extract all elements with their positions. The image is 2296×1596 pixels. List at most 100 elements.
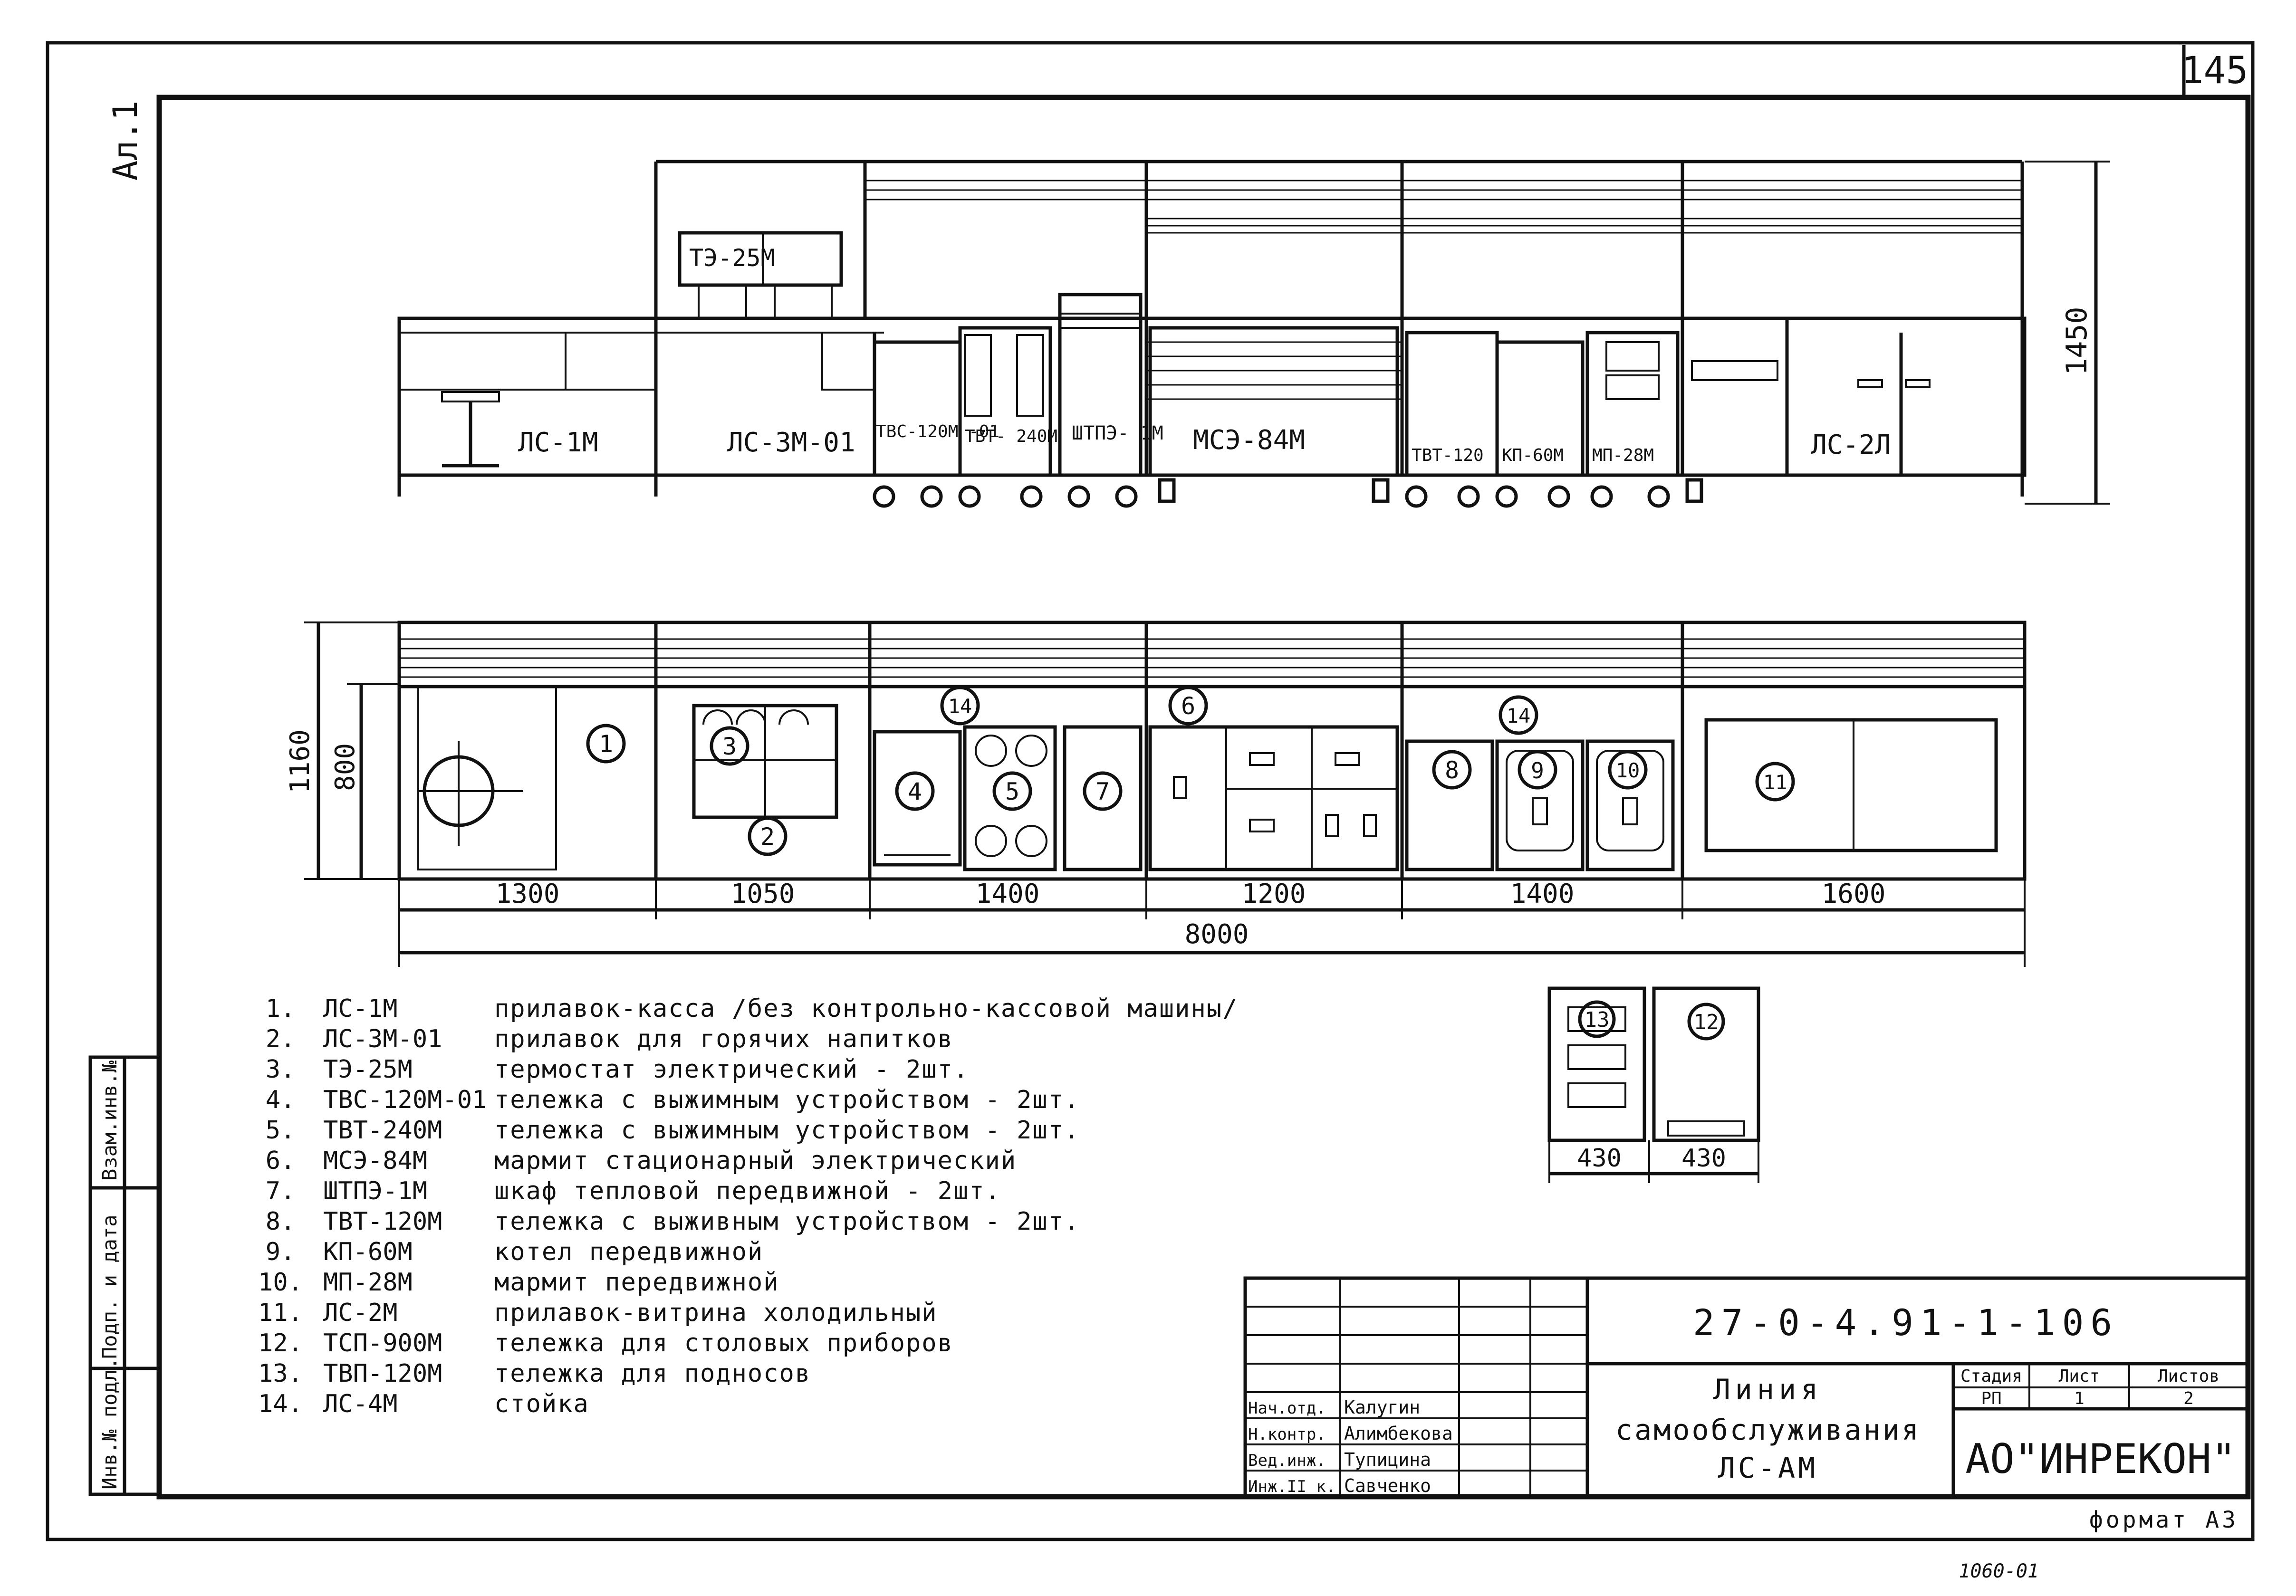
legend-number: 6. [266, 1147, 296, 1175]
plan-width-6: 1600 [1822, 879, 1886, 909]
legend-number: 2. [266, 1025, 296, 1053]
company-name: АО"ИНРЕКОН" [1965, 1435, 2236, 1483]
legend-code: МСЭ-84М [323, 1147, 427, 1175]
title-line-2: самообслуживания [1615, 1414, 1921, 1447]
legend-number: 7. [266, 1177, 296, 1205]
elev-label-ls1m: ЛС-1М [518, 427, 598, 458]
strip-vzam-inv: Взам.инв.№ [98, 1060, 121, 1181]
plan-marker-3: 3 [722, 733, 737, 760]
elev-height-dim: 1450 [2060, 307, 2094, 376]
elevation-view: ТЭ-25М ЛС-1М ЛС-3М-01 ТВС-120М -01 ТВТ- … [397, 160, 2110, 508]
plan-total-width: 8000 [1185, 919, 1249, 950]
legend-code: ЛС-4М [323, 1390, 398, 1418]
legend-code: ТСП-900М [323, 1329, 442, 1357]
elev-label-mp28m: МП-28М [1592, 446, 1654, 465]
elev-label-ls2l: ЛС-2Л [1811, 430, 1891, 460]
legend-description: тележка с выживным устройством - 2шт. [494, 1207, 1080, 1236]
legend-code: ЛС-3М-01 [323, 1025, 442, 1053]
name-2: Алимбекова [1344, 1423, 1453, 1444]
plan-marker-11: 11 [1763, 771, 1787, 794]
plan-marker-4: 4 [908, 778, 922, 805]
legend-description: мармит стационарный электрический [494, 1147, 1017, 1175]
plan-marker-9: 9 [1531, 758, 1544, 784]
plan-marker-2: 2 [760, 823, 775, 851]
elev-label-tvt120: ТВТ-120 [1412, 446, 1484, 465]
plan-marker-10: 10 [1616, 759, 1640, 782]
plan-width-5: 1400 [1510, 879, 1575, 909]
elev-label-mse84m: МСЭ-84М [1193, 425, 1305, 456]
legend-code: ТВС-120М-01 [323, 1086, 487, 1114]
legend-code: ТВТ-120М [323, 1207, 442, 1236]
sheet-header: Лист [2059, 1367, 2100, 1386]
strip-podp-data: Подп. и дата [98, 1215, 121, 1359]
name-4: Савченко [1344, 1475, 1431, 1496]
legend-number: 5. [266, 1116, 296, 1145]
page-number: 145 [2181, 49, 2248, 92]
role-1: Нач.отд. [1248, 1399, 1326, 1418]
stage-value: РП [1981, 1389, 2001, 1408]
legend-description: стойка [494, 1390, 589, 1418]
plan-width-4: 1200 [1242, 879, 1306, 909]
cart-marker-12: 12 [1694, 1010, 1719, 1034]
margin-mark: Ал.1 [106, 100, 145, 181]
elev-label-ls3m01: ЛС-3М-01 [727, 427, 855, 458]
legend-code: ЛС-2М [323, 1299, 398, 1327]
footer-format: формат А3 [2089, 1507, 2238, 1533]
plan-dim-1160: 1160 [285, 729, 316, 793]
role-4: Инж.II к. [1248, 1477, 1335, 1496]
legend-code: ТВП-120М [323, 1359, 442, 1388]
carts-plan: 13 12 430 430 [1547, 986, 1760, 1183]
legend-code: ТВТ-240М [323, 1116, 442, 1145]
cart-width-12: 430 [1681, 1144, 1726, 1173]
title-line-3: ЛС-АМ [1718, 1452, 1818, 1485]
cart-marker-13: 13 [1585, 1008, 1610, 1032]
title-block: 27-0-4.91-1-106 Линия самообслуживания Л… [1243, 1276, 2250, 1499]
plan-marker-14a: 14 [948, 695, 972, 718]
sheets-value: 2 [2183, 1389, 2194, 1408]
legend-code: ШТПЭ-1М [323, 1177, 427, 1205]
legend-number: 13. [258, 1359, 303, 1388]
legend-number: 1. [266, 994, 296, 1023]
plan-dim-800: 800 [330, 743, 361, 791]
legend-number: 14. [258, 1390, 303, 1418]
legend-description: тележка для столовых приборов [494, 1329, 953, 1357]
legend-code: ЛС-1М [323, 994, 398, 1023]
legend-description: мармит передвижной [494, 1268, 779, 1297]
plan-width-1: 1300 [496, 879, 560, 909]
role-3: Вед.инж. [1248, 1451, 1326, 1470]
plan-marker-8: 8 [1445, 756, 1459, 784]
elev-label-te25m: ТЭ-25М [689, 244, 775, 272]
legend-number: 3. [266, 1055, 296, 1084]
elev-label-tvt240m: ТВТ- 240М [965, 427, 1057, 446]
footer-handwritten: 1060-01 [1959, 1560, 2039, 1582]
plan-marker-5: 5 [1005, 778, 1019, 805]
name-3: Тупицина [1344, 1449, 1431, 1470]
plan-marker-6: 6 [1181, 692, 1195, 720]
legend-list: 1. ЛС-1М прилавок-касса /без контрольно-ка… [258, 994, 1238, 1418]
legend-description: прилавок-витрина холодильный [494, 1299, 938, 1327]
legend-description: тележка для подносов [494, 1359, 811, 1388]
elev-label-tvs120m: ТВС-120М -01 [876, 422, 999, 441]
plan-width-2: 1050 [731, 879, 795, 909]
plan-view: 1 2 3 4 5 6 7 8 9 10 11 14 14 1160 800 1… [285, 621, 2027, 967]
doc-code: 27-0-4.91-1-106 [1693, 1301, 2119, 1344]
legend-code: ТЭ-25М [323, 1055, 413, 1084]
legend-description: тележка с выжимным устройством - 2шт. [494, 1116, 1080, 1145]
name-1: Калугин [1344, 1397, 1420, 1418]
elev-label-kp60m: КП-60М [1502, 446, 1564, 465]
left-binding-strip: Инв.№ подл. Подп. и дата Взам.инв.№ [88, 1055, 161, 1496]
title-line-1: Линия [1713, 1373, 1823, 1406]
legend-number: 12. [258, 1329, 303, 1357]
plan-width-3: 1400 [976, 879, 1040, 909]
legend-code: МП-28М [323, 1268, 413, 1297]
strip-inv-podl: Инв.№ подл. [98, 1357, 121, 1490]
stage-header: Стадия [1960, 1367, 2022, 1386]
legend-description: шкаф тепловой передвижной - 2шт. [494, 1177, 1001, 1205]
legend-description: прилавок-касса /без контрольно-кассовой … [494, 994, 1238, 1023]
legend-number: 8. [266, 1207, 296, 1236]
plan-marker-7: 7 [1095, 778, 1110, 805]
legend-description: котел передвижной [494, 1238, 763, 1266]
legend-code: КП-60М [323, 1238, 413, 1266]
